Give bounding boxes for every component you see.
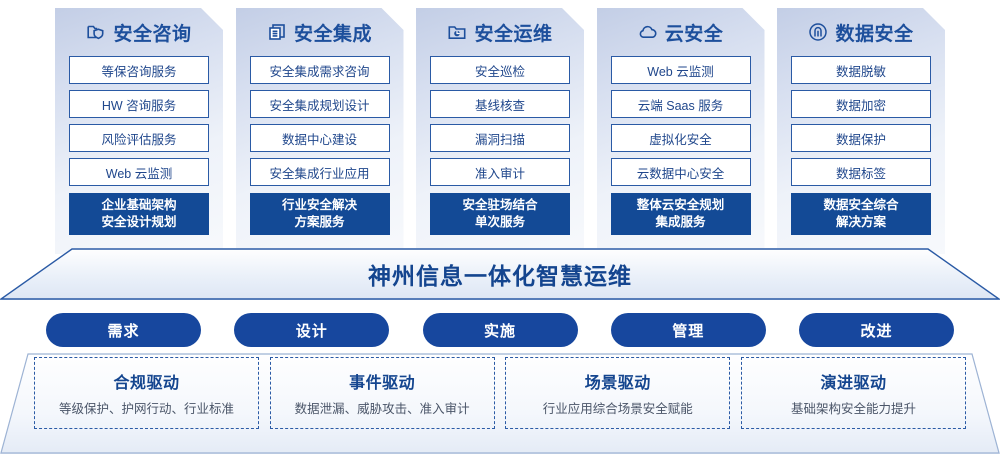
service-column-cloud-security[interactable]: 云安全 Web 云监测 云端 Saas 服务 虚拟化安全 云数据中心安全 整体云…: [597, 8, 765, 254]
lifecycle-pill-improvement[interactable]: 改进: [799, 313, 954, 347]
service-item[interactable]: 数据标签: [791, 158, 931, 186]
column-summary-box[interactable]: 行业安全解决 方案服务: [250, 193, 390, 235]
driver-subtitle: 数据泄漏、威胁攻击、准入审计: [294, 402, 470, 416]
summary-line-2: 方案服务: [294, 215, 345, 229]
column-title: 安全咨询: [113, 23, 192, 45]
driver-title: 合规驱动: [113, 375, 180, 392]
summary-line-2: 解决方案: [835, 215, 886, 229]
column-header: 安全运维: [416, 8, 584, 56]
column-title: 安全集成: [293, 23, 372, 45]
column-title: 数据安全: [835, 23, 914, 45]
column-header: 云安全: [597, 8, 765, 56]
service-item[interactable]: Web 云监测: [611, 56, 751, 84]
column-title: 安全运维: [474, 23, 553, 45]
service-item[interactable]: 安全集成行业应用: [250, 158, 390, 186]
column-items: 安全集成需求咨询 安全集成规划设计 数据中心建设 安全集成行业应用: [236, 56, 404, 186]
column-items: 安全巡检 基线核查 漏洞扫描 准入审计: [416, 56, 584, 186]
driver-card-compliance[interactable]: 合规驱动 等级保护、护网行动、行业标准: [34, 357, 259, 429]
service-item[interactable]: 基线核查: [430, 90, 570, 118]
service-item[interactable]: 安全集成规划设计: [250, 90, 390, 118]
column-summary-box[interactable]: 整体云安全规划 集成服务: [611, 193, 751, 235]
fingerprint-icon: [808, 22, 828, 42]
documents-stack-icon: [267, 22, 287, 42]
driver-title: 事件驱动: [349, 375, 416, 392]
summary-line-1: 数据安全综合: [823, 198, 899, 212]
lifecycle-pill-design[interactable]: 设计: [234, 313, 390, 347]
summary-line-2: 安全设计规划: [101, 215, 177, 229]
lifecycle-pill-requirements[interactable]: 需求: [46, 313, 201, 347]
service-column-data-security[interactable]: 数据安全 数据脱敏 数据加密 数据保护 数据标签 数据安全综合 解决方案: [777, 8, 945, 254]
service-column-security-consulting[interactable]: 安全咨询 等保咨询服务 HW 咨询服务 风险评估服务 Web 云监测 企业基础架…: [55, 8, 223, 254]
service-item[interactable]: 风险评估服务: [69, 124, 209, 152]
service-item[interactable]: 等保咨询服务: [69, 56, 209, 84]
column-items: Web 云监测 云端 Saas 服务 虚拟化安全 云数据中心安全: [597, 56, 765, 186]
service-column-security-operations[interactable]: 安全运维 安全巡检 基线核查 漏洞扫描 准入审计 安全驻场结合 单次服务: [416, 8, 584, 254]
column-items: 数据脱敏 数据加密 数据保护 数据标签: [777, 56, 945, 186]
service-item[interactable]: Web 云监测: [69, 158, 209, 186]
service-item[interactable]: 安全巡检: [430, 56, 570, 84]
summary-line-1: 企业基础架构: [101, 198, 177, 212]
lifecycle-pill-management[interactable]: 管理: [610, 313, 766, 347]
driver-card-incident[interactable]: 事件驱动 数据泄漏、威胁攻击、准入审计: [269, 357, 495, 429]
folder-chart-icon: [447, 22, 467, 42]
driver-card-evolution[interactable]: 演进驱动 基础架构安全能力提升: [740, 357, 966, 429]
service-item[interactable]: 数据脱敏: [791, 56, 931, 84]
service-item[interactable]: 准入审计: [430, 158, 570, 186]
driver-card-scenario[interactable]: 场景驱动 行业应用综合场景安全赋能: [505, 357, 731, 429]
column-title: 云安全: [664, 23, 724, 45]
column-items: 等保咨询服务 HW 咨询服务 风险评估服务 Web 云监测: [55, 56, 223, 186]
column-header: 数据安全: [777, 8, 945, 56]
column-header: 安全咨询: [55, 8, 223, 56]
service-item[interactable]: HW 咨询服务: [69, 90, 209, 118]
lifecycle-pill-implementation[interactable]: 实施: [422, 313, 578, 347]
summary-line-1: 安全驻场结合: [462, 198, 538, 212]
column-header: 安全集成: [236, 8, 404, 56]
service-item[interactable]: 云端 Saas 服务: [611, 90, 751, 118]
service-item[interactable]: 安全集成需求咨询: [250, 56, 390, 84]
service-columns: 安全咨询 等保咨询服务 HW 咨询服务 风险评估服务 Web 云监测 企业基础架…: [55, 8, 945, 254]
driver-subtitle: 等级保护、护网行动、行业标准: [58, 402, 234, 416]
column-summary-box[interactable]: 安全驻场结合 单次服务: [430, 193, 570, 235]
banner-title-text: 神州信息一体化智慧运维: [368, 263, 632, 289]
service-item[interactable]: 数据保护: [791, 124, 931, 152]
driver-title: 演进驱动: [820, 375, 887, 392]
summary-line-1: 整体云安全规划: [636, 198, 725, 212]
service-item[interactable]: 云数据中心安全: [611, 158, 751, 186]
summary-line-1: 行业安全解决: [281, 198, 357, 212]
driver-subtitle: 行业应用综合场景安全赋能: [542, 402, 693, 416]
summary-line-2: 单次服务: [474, 215, 525, 229]
driver-subtitle: 基础架构安全能力提升: [790, 402, 916, 416]
driver-title: 场景驱动: [584, 375, 651, 392]
drivers-list: 合规驱动 等级保护、护网行动、行业标准 事件驱动 数据泄漏、威胁攻击、准入审计 …: [34, 357, 966, 439]
summary-line-2: 集成服务: [655, 215, 706, 229]
service-item[interactable]: 数据中心建设: [250, 124, 390, 152]
lifecycle-pills: 需求 设计 实施 管理 改进: [46, 313, 954, 347]
cloud-icon: [638, 22, 658, 42]
platform-banner-title: 神州信息一体化智慧运维: [0, 248, 1000, 300]
service-item[interactable]: 虚拟化安全: [611, 124, 751, 152]
service-item[interactable]: 漏洞扫描: [430, 124, 570, 152]
service-column-security-integration[interactable]: 安全集成 安全集成需求咨询 安全集成规划设计 数据中心建设 安全集成行业应用 行…: [236, 8, 404, 254]
column-summary-box[interactable]: 数据安全综合 解决方案: [791, 193, 931, 235]
column-summary-box[interactable]: 企业基础架构 安全设计规划: [69, 193, 209, 235]
folder-shield-icon: [86, 22, 106, 42]
service-item[interactable]: 数据加密: [791, 90, 931, 118]
